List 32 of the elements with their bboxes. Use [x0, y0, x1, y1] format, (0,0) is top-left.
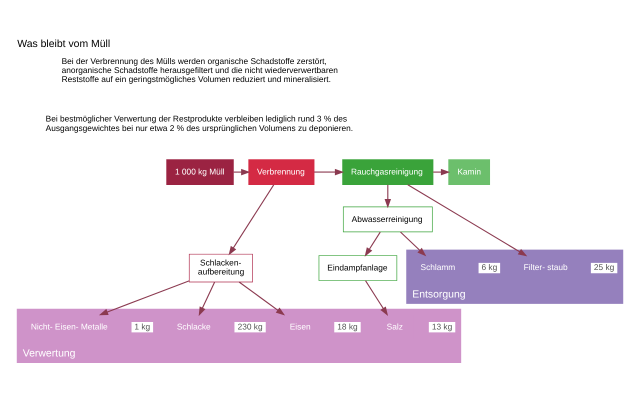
node-box: Abwasserreinigung [342, 206, 433, 232]
arrow [314, 168, 344, 175]
arrow [400, 231, 426, 256]
node-box: Verbrennung [248, 158, 314, 184]
label: Bei bestmöglicher Verwertung der Restprodukte verbleiben lediglich rund 3 % des Ausgangsgewichtes bei nur etwa 2 % des ursprünglichen Volumens zu deponieren. [46, 113, 354, 132]
node-text: Nicht- Eisen- Metalle [30, 320, 108, 331]
node-box: Kamin [448, 158, 490, 184]
label: Bei der Verbrennung des Mülls werden organische Schadstoffe zerstört, anorganische Schadstoffe herausgefiltert und die nicht wiederverwertbaren Reststoffe auf ein geringstmögliches Volumen reduziert und mineralisiert. [62, 56, 338, 84]
node-text: Salz [386, 320, 403, 331]
node-label: 25 kg [594, 262, 614, 272]
node-text: Schlamm [420, 262, 456, 272]
node-box: Eindampfanlage [318, 254, 398, 280]
node-label: 230 kg [238, 320, 263, 331]
arrow [238, 281, 286, 315]
arrow [198, 281, 216, 316]
diagram-title: Was bleibt vom Müll [17, 38, 110, 50]
node-label: 13 kg [432, 320, 452, 331]
node-label: 6 kg [481, 262, 498, 272]
node-text: Filter- staub [524, 262, 568, 272]
arrow [98, 280, 190, 315]
node-label: 18 kg [337, 320, 358, 331]
node-text: Schlacke [176, 320, 211, 331]
arrow [365, 280, 388, 316]
arrow [384, 184, 392, 208]
arrow [408, 184, 528, 256]
arrow [364, 231, 381, 256]
node-box: 1 000 kg Müll [166, 158, 234, 184]
node-box: Rauchgasreinigung [342, 158, 434, 184]
arrow [228, 184, 274, 255]
node-label: 1 kg [134, 320, 150, 331]
node-box: Schlacken- aufbereitung [188, 253, 253, 282]
node-text: Eisen [290, 320, 311, 331]
